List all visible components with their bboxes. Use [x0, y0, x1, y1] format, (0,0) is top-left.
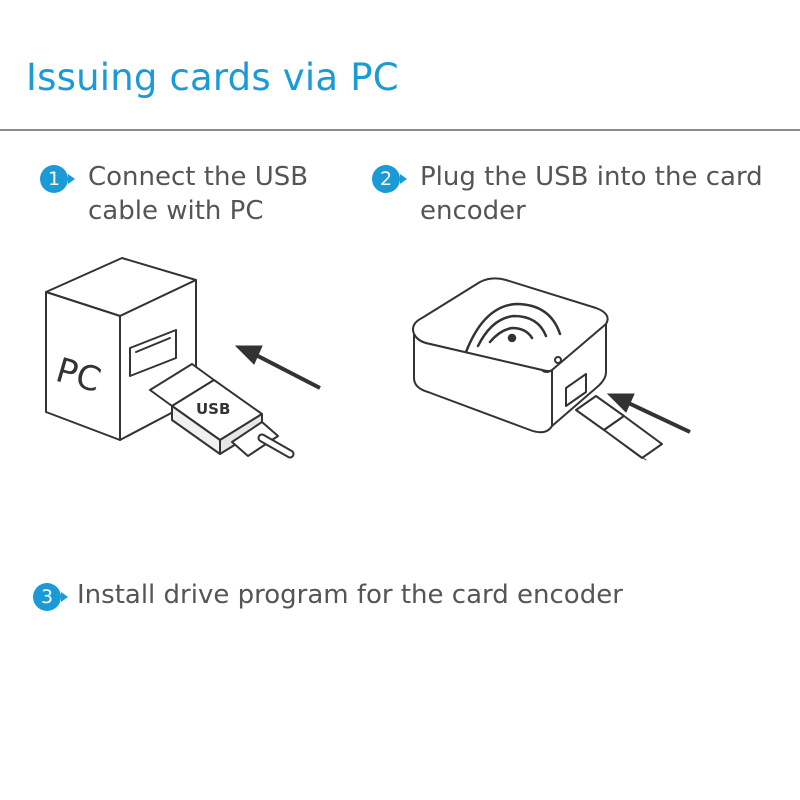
badge-pointer-icon	[61, 592, 68, 602]
encoder-usb-port	[566, 374, 586, 406]
nfc-dot-icon	[509, 335, 515, 341]
step-1-number: 1	[47, 168, 61, 190]
insert-arrow-icon-2	[608, 394, 634, 412]
badge-pointer-icon	[400, 174, 407, 184]
encoder-led-icon	[555, 357, 561, 363]
step-2: 2 Plug the USB into the card encoder	[372, 160, 763, 228]
page-title: Issuing cards via PC	[26, 56, 399, 99]
step-3-number: 3	[40, 586, 54, 608]
step-1-text: Connect the USB cable with PC	[88, 162, 309, 226]
insert-arrow-line-2	[622, 400, 690, 432]
step-1: 1 Connect the USB cable with PC	[40, 160, 308, 228]
insert-arrow-line	[250, 352, 320, 388]
encoder-usb-illustration	[400, 260, 800, 480]
insert-arrow-icon	[236, 346, 262, 364]
step-1-badge: 1	[40, 165, 75, 193]
step-3: 3 Install drive program for the card enc…	[33, 578, 623, 612]
step-3-text: Install drive program for the card encod…	[77, 580, 623, 610]
title-divider	[0, 129, 800, 131]
step-2-number: 2	[379, 168, 393, 190]
pc-usb-illustration: PC USB	[0, 240, 400, 480]
nfc-wave-icon	[490, 328, 532, 342]
step-2-badge: 2	[372, 165, 407, 193]
step-2-text: Plug the USB into the card encoder	[420, 162, 763, 226]
badge-pointer-icon	[68, 174, 75, 184]
step-3-badge: 3	[33, 583, 68, 611]
usb-label: USB	[196, 400, 230, 418]
pc-usb-port	[130, 330, 176, 376]
